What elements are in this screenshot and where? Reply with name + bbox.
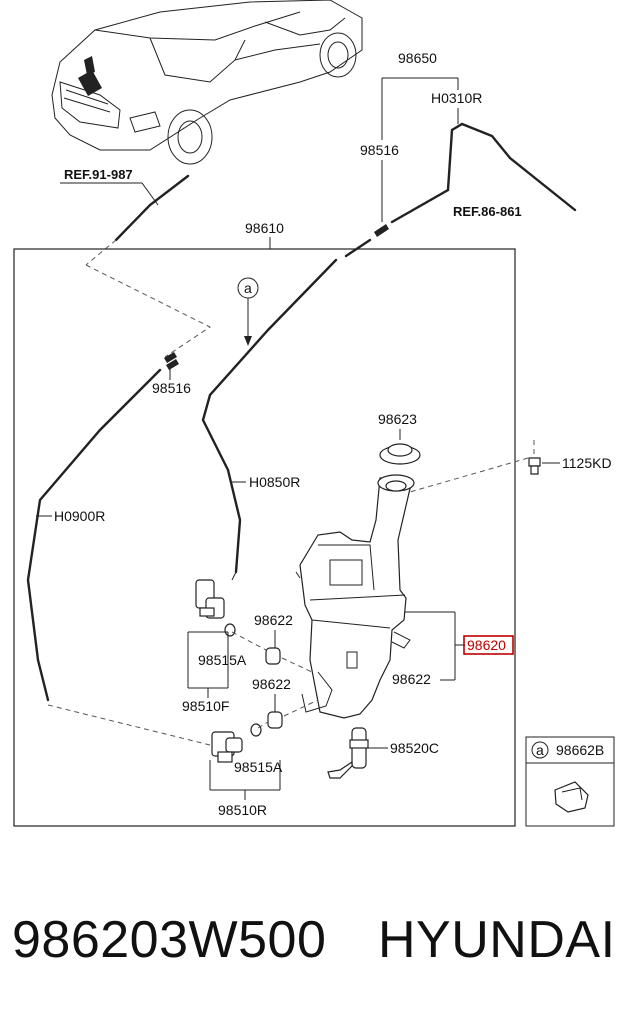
label-98622-lower: 98622	[252, 676, 291, 692]
label-98515a-lower: 98515A	[234, 759, 283, 775]
label-98610: 98610	[245, 220, 284, 236]
front-washer-pump	[195, 579, 225, 619]
highlight-box-98620	[463, 635, 514, 655]
label-98662b: 98662B	[556, 742, 604, 758]
vehicle-illustration	[51, 0, 363, 165]
callout-a-circle	[237, 277, 259, 299]
grommet-front	[224, 623, 236, 637]
label-ref-86-861: REF.86-861	[453, 204, 522, 219]
part-number: 986203W500	[12, 911, 327, 969]
label-98510f: 98510F	[182, 698, 229, 714]
front-hose-route	[60, 174, 211, 358]
brand-name: HYUNDAI	[378, 911, 616, 969]
label-ref-91-987: REF.91-987	[64, 167, 133, 182]
callout-a-label: a	[244, 280, 252, 296]
label-98622-right: 98622	[392, 671, 431, 687]
label-98516-top: 98516	[360, 142, 399, 158]
washer-reservoir	[295, 474, 415, 719]
rear-hose-route	[344, 77, 577, 258]
label-leaders	[36, 481, 465, 800]
footer-caption: 986203W500 HYUNDAI	[0, 905, 630, 975]
bolt-1125kd	[409, 440, 560, 493]
label-1125kd: 1125KD	[562, 455, 612, 471]
label-h0850r: H0850R	[249, 474, 300, 490]
label-98510r: 98510R	[218, 802, 267, 818]
label-98620: 98620	[467, 637, 506, 653]
label-h0900r: H0900R	[54, 508, 105, 524]
label-98650: 98650	[398, 50, 437, 66]
assembly-frame	[13, 248, 516, 827]
grommet-98622-lower	[267, 711, 283, 729]
hose-h0900r	[26, 368, 162, 702]
reservoir-cap	[379, 429, 421, 465]
label-h0310r: H0310R	[431, 90, 482, 106]
label-98516-left: 98516	[152, 380, 191, 396]
inset-clip-98662b	[525, 736, 615, 827]
level-sensor	[327, 727, 388, 779]
rear-washer-pump	[211, 731, 243, 763]
label-98520c: 98520C	[390, 740, 439, 756]
hose-h0850r	[201, 258, 338, 574]
grommet-98622-upper	[265, 647, 281, 665]
inset-a-label: a	[536, 742, 544, 758]
label-98515a-upper: 98515A	[198, 652, 247, 668]
label-98622-upper: 98622	[254, 612, 293, 628]
grommet-rear	[250, 723, 262, 737]
label-98623: 98623	[378, 411, 417, 427]
